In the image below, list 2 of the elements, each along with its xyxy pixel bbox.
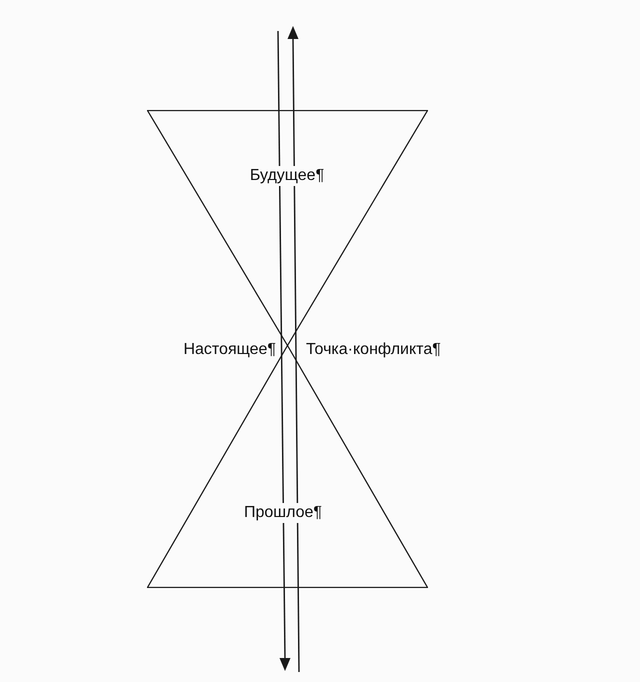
side-label: Настоящее¶ xyxy=(183,340,276,360)
side-label: Точка·конфликта¶ xyxy=(306,340,441,360)
